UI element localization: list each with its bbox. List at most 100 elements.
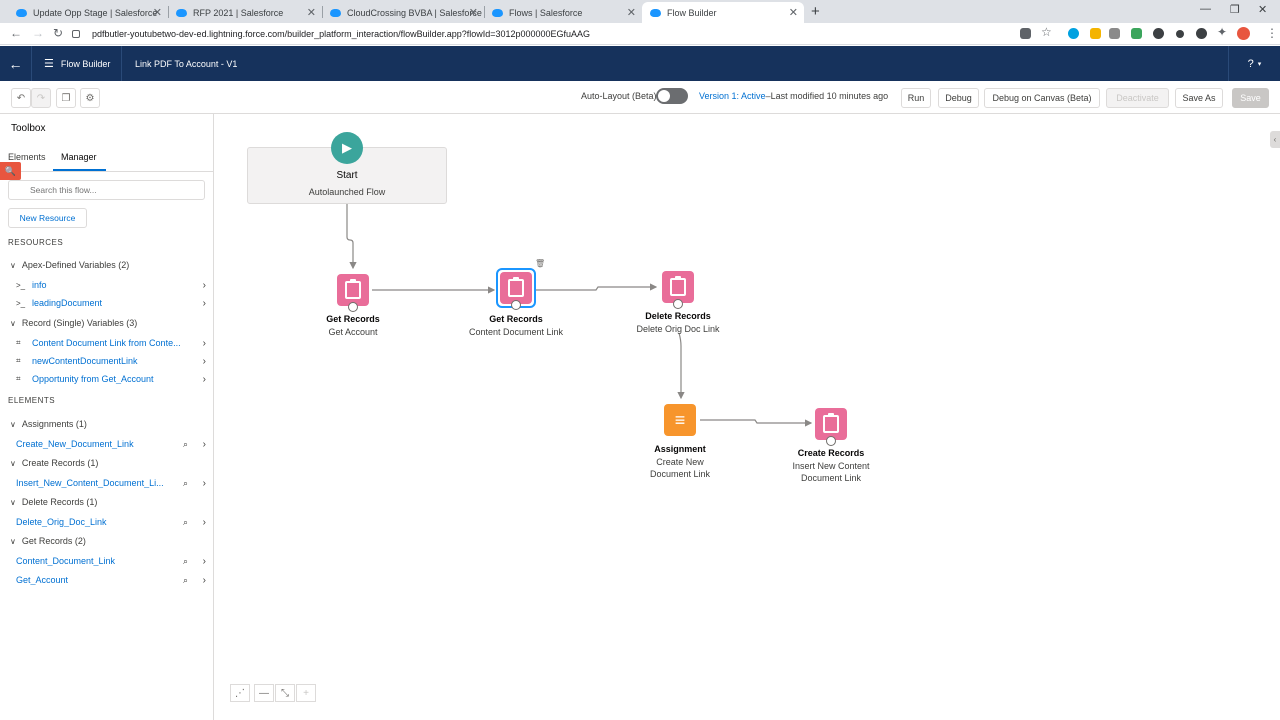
- close-icon[interactable]: ✕: [306, 7, 316, 19]
- group-assignments[interactable]: ∨ Assignments (1): [10, 419, 87, 429]
- help-menu-button[interactable]: ?▾: [1228, 46, 1280, 81]
- play-icon[interactable]: ▶: [331, 132, 363, 164]
- chevron-right-icon[interactable]: ›: [202, 555, 206, 567]
- minimize-icon[interactable]: —: [1200, 3, 1211, 15]
- list-item[interactable]: >_ info ›: [16, 277, 206, 293]
- chevron-left-icon[interactable]: ‹: [1270, 131, 1280, 148]
- tab-manager[interactable]: Manager: [61, 152, 97, 162]
- list-item[interactable]: Get_Account ⌕ ›: [16, 572, 206, 588]
- magnifier-icon[interactable]: ⌕: [182, 477, 188, 488]
- list-item[interactable]: ⌗ newContentDocumentLink ›: [16, 353, 206, 369]
- magnifier-icon[interactable]: ⌕: [182, 574, 188, 585]
- extension-icon[interactable]: [1153, 28, 1164, 39]
- node-name: Insert New Content Document Link: [792, 460, 870, 484]
- get-records-node-selected[interactable]: [500, 272, 532, 310]
- connector[interactable]: [677, 332, 685, 400]
- avatar[interactable]: [1237, 27, 1250, 40]
- zoom-in-button[interactable]: +: [296, 684, 316, 702]
- toolbox-title: Toolbox: [11, 123, 46, 134]
- maximize-icon[interactable]: ❐: [1230, 4, 1240, 16]
- extension-icon[interactable]: [1131, 28, 1142, 39]
- extension-icon[interactable]: [1196, 28, 1207, 39]
- chevron-right-icon[interactable]: ›: [202, 516, 206, 528]
- connector[interactable]: [700, 419, 813, 427]
- close-icon[interactable]: ✕: [788, 7, 798, 19]
- chevron-right-icon[interactable]: ›: [202, 355, 206, 367]
- settings-button[interactable]: ⚙: [80, 88, 100, 108]
- list-item[interactable]: Create_New_Document_Link ⌕ ›: [16, 436, 206, 452]
- reload-icon[interactable]: ↻: [53, 26, 64, 40]
- connector[interactable]: [346, 204, 357, 270]
- group-create-records[interactable]: ∨ Create Records (1): [10, 458, 98, 468]
- variable-icon: >_: [16, 298, 26, 308]
- tab-elements[interactable]: Elements: [8, 152, 46, 162]
- deactivate-button[interactable]: Deactivate: [1106, 88, 1169, 108]
- translate-icon[interactable]: [1020, 28, 1031, 39]
- chevron-right-icon[interactable]: ›: [202, 574, 206, 586]
- assignment-node[interactable]: ≡: [664, 404, 696, 436]
- back-arrow-icon[interactable]: ←: [10, 26, 22, 40]
- list-item[interactable]: Content_Document_Link ⌕ ›: [16, 553, 206, 569]
- browser-tab[interactable]: Update Opp Stage | Salesforce ✕: [8, 2, 168, 23]
- undo-button[interactable]: ↶: [11, 88, 31, 108]
- zoom-out-button[interactable]: —: [254, 684, 274, 702]
- debug-button[interactable]: Debug: [938, 88, 979, 108]
- window-close-icon[interactable]: ✕: [1258, 4, 1268, 16]
- extension-icon[interactable]: [1176, 30, 1184, 38]
- kebab-menu-icon[interactable]: ⋮: [1266, 26, 1278, 40]
- browser-tab[interactable]: CloudCrossing BVBA | Salesforce ✕: [322, 2, 484, 23]
- delete-records-node[interactable]: [662, 271, 694, 309]
- new-tab-icon[interactable]: +: [811, 3, 820, 20]
- copy-button[interactable]: ❐: [56, 88, 76, 108]
- magnifier-icon[interactable]: ⌕: [182, 516, 188, 527]
- save-button[interactable]: Save: [1232, 88, 1269, 108]
- save-as-button[interactable]: Save As: [1175, 88, 1223, 108]
- group-apex-defined-variables[interactable]: ∨ Apex-Defined Variables (2): [10, 260, 129, 270]
- list-item[interactable]: ⌗ Content Document Link from Conte... ›: [16, 335, 206, 351]
- run-button[interactable]: Run: [901, 88, 931, 108]
- extension-icon[interactable]: [1109, 28, 1120, 39]
- fit-view-icon[interactable]: ⋰: [230, 684, 250, 702]
- close-icon[interactable]: ✕: [152, 7, 162, 19]
- close-icon[interactable]: ✕: [468, 7, 478, 19]
- browser-tab-active[interactable]: Flow Builder ✕: [642, 2, 804, 23]
- magnifier-icon[interactable]: ⌕: [182, 555, 188, 566]
- chevron-right-icon[interactable]: ›: [202, 337, 206, 349]
- get-records-node[interactable]: [337, 274, 369, 312]
- search-extension-icon[interactable]: 🔍: [0, 162, 21, 180]
- list-item[interactable]: Insert_New_Content_Document_Li... ⌕ ›: [16, 475, 206, 491]
- connector[interactable]: [536, 283, 658, 291]
- create-records-node[interactable]: [815, 408, 847, 446]
- new-resource-button[interactable]: New Resource: [8, 208, 87, 228]
- extension-cloud-icon[interactable]: [1068, 28, 1079, 39]
- redo-button[interactable]: ↷: [31, 88, 51, 108]
- group-delete-records[interactable]: ∨ Delete Records (1): [10, 497, 97, 507]
- debug-on-canvas-button[interactable]: Debug on Canvas (Beta): [984, 88, 1100, 108]
- chevron-right-icon[interactable]: ›: [202, 279, 206, 291]
- list-item[interactable]: ⌗ Opportunity from Get_Account ›: [16, 371, 206, 387]
- url-field[interactable]: pdfbutler-youtubetwo-dev-ed.lightning.fo…: [72, 25, 1062, 43]
- trash-icon[interactable]: 🗑: [535, 259, 546, 268]
- puzzle-extensions-icon[interactable]: ✦: [1217, 25, 1228, 39]
- list-item[interactable]: Delete_Orig_Doc_Link ⌕ ›: [16, 514, 206, 530]
- search-input[interactable]: [8, 180, 205, 200]
- browser-tab[interactable]: Flows | Salesforce ✕: [484, 2, 642, 23]
- version-label[interactable]: Version 1: Active: [699, 91, 766, 101]
- zoom-fit-icon[interactable]: ⤡: [275, 684, 295, 702]
- chevron-right-icon[interactable]: ›: [202, 477, 206, 489]
- list-item[interactable]: >_ leadingDocument ›: [16, 295, 206, 311]
- group-record-single-variables[interactable]: ∨ Record (Single) Variables (3): [10, 318, 137, 328]
- back-button[interactable]: ←: [0, 46, 32, 81]
- bookmark-star-icon[interactable]: ☆: [1041, 25, 1052, 39]
- extension-icon[interactable]: [1090, 28, 1101, 39]
- chevron-right-icon[interactable]: ›: [202, 297, 206, 309]
- chevron-right-icon[interactable]: ›: [202, 438, 206, 450]
- group-get-records[interactable]: ∨ Get Records (2): [10, 536, 86, 546]
- auto-layout-toggle[interactable]: [656, 88, 688, 104]
- magnifier-icon[interactable]: ⌕: [182, 438, 188, 449]
- flow-canvas[interactable]: [214, 114, 1280, 720]
- chevron-right-icon[interactable]: ›: [202, 373, 206, 385]
- browser-tab[interactable]: RFP 2021 | Salesforce ✕: [168, 2, 322, 23]
- forward-arrow-icon[interactable]: →: [32, 26, 44, 40]
- close-icon[interactable]: ✕: [626, 7, 636, 19]
